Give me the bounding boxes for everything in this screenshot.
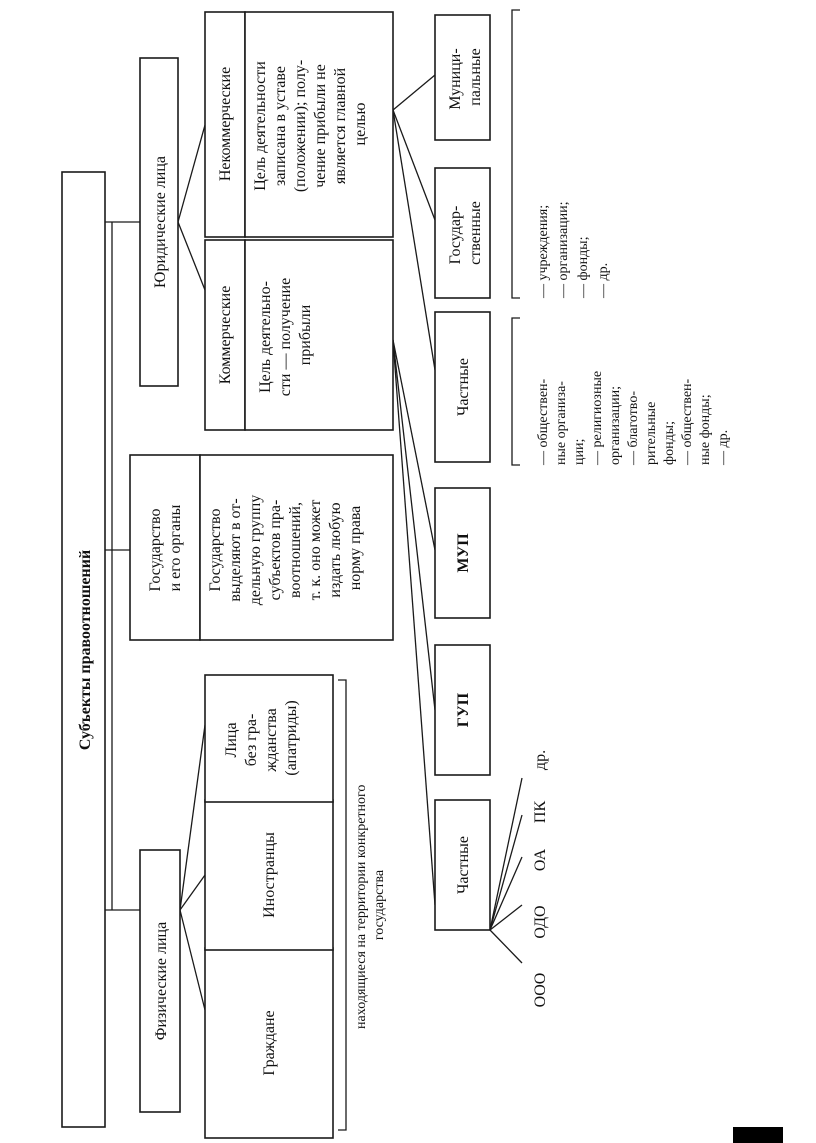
physical-persons-label: Физические лица <box>153 922 170 1040</box>
root-box <box>61 171 106 1128</box>
commercial-private-label: Частные <box>455 836 472 894</box>
physical-persons-box <box>139 849 181 1113</box>
form-oa: ОА <box>532 848 549 871</box>
stateless-box <box>204 674 334 803</box>
foreigners-box <box>204 799 334 951</box>
form-other: др. <box>532 750 549 770</box>
legal-persons-label: Юридические лица <box>152 156 169 288</box>
state-header-box <box>129 454 201 641</box>
noncommercial-private-box <box>434 311 491 463</box>
form-pk: ПК <box>532 801 549 824</box>
citizens-label: Граждане <box>261 1010 278 1075</box>
commercial-description: Цель деятельно- сти — получение прибыли <box>257 274 314 396</box>
state-label: Государство и его органы <box>147 504 184 591</box>
mup-box <box>434 487 491 619</box>
form-ooo: ООО <box>532 973 549 1008</box>
state-desc-box <box>199 454 394 641</box>
mup-label: МУП <box>455 533 472 573</box>
noncommercial-description: Цель деятельности записана в уставе (пол… <box>252 56 369 192</box>
noncommercial-header-box <box>204 11 246 238</box>
page-tab-mark <box>733 1127 783 1143</box>
commercial-label: Коммерческие <box>217 286 234 385</box>
commercial-header-box <box>204 239 246 431</box>
root-label: Субъекты правоотношений <box>77 550 94 750</box>
commercial-desc-box <box>244 239 394 431</box>
municipal-label: Муници- пальные <box>447 44 484 109</box>
noncommercial-state-box <box>434 167 491 299</box>
noncommercial-desc-box <box>244 11 394 238</box>
stateless-label: Лица без гра- жданства (апатриды) <box>223 700 300 775</box>
noncommercial-state-label: Государ- ственные <box>447 201 484 265</box>
noncommercial-label: Некоммерческие <box>217 67 234 181</box>
noncommercial-state-list: — учреждения; — организации; — фонды; — … <box>536 198 611 299</box>
noncommercial-private-list: — обществен- ные организа- ции; — религи… <box>536 367 731 466</box>
legal-persons-box <box>139 57 179 387</box>
municipal-box <box>434 14 491 141</box>
foreigners-label: Иностранцы <box>261 832 278 918</box>
gup-box <box>434 644 491 776</box>
gup-label: ГУП <box>455 692 472 727</box>
form-odo: ОДО <box>532 905 549 938</box>
commercial-private-box <box>434 799 491 931</box>
citizens-box <box>204 947 334 1139</box>
noncommercial-private-label: Частные <box>455 358 472 416</box>
state-description: Государство выделяют в от- дельную групп… <box>207 491 364 606</box>
connector-lines <box>105 9 523 1131</box>
territory-note: находящиеся на территории конкретного го… <box>354 781 387 1029</box>
